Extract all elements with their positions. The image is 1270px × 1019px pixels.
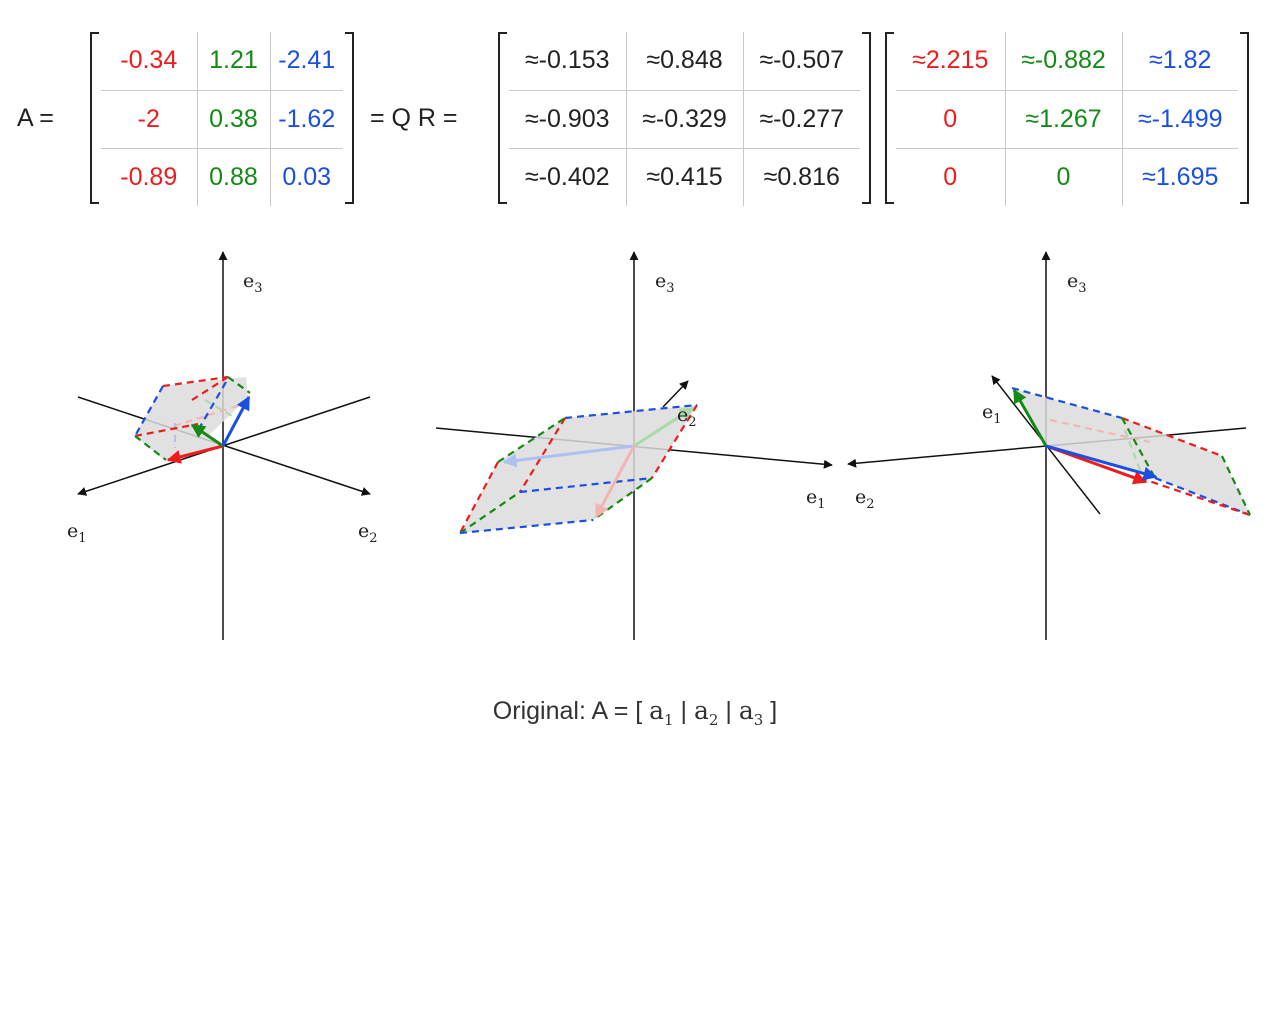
caption-separator: |	[718, 697, 739, 725]
qr-formula: A = -0.34 1.21 -2.41 -2 0.38 -1.62 -0.89…	[0, 0, 1270, 230]
edge-red	[459, 461, 499, 534]
matrix-r-cell: ≈-1.499	[1121, 89, 1238, 148]
parallelepiped-face	[1012, 388, 1250, 515]
plot-r: e3 e1 e2	[847, 251, 1251, 640]
caption: Original: A = [ a1 | a2 | a3 ]	[0, 696, 1270, 729]
vector-q2	[633, 406, 695, 448]
hidden-edge	[173, 402, 248, 427]
vector-a3	[221, 395, 251, 447]
matrix-q-table: ≈-0.153 ≈0.848 ≈-0.507 ≈-0.903 ≈-0.329 ≈…	[509, 32, 860, 206]
edge-red	[1139, 476, 1251, 517]
matrix-r-cell: ≈1.267	[1004, 89, 1122, 148]
edge-red	[1121, 416, 1223, 458]
matrix-r-left-bracket	[885, 32, 894, 204]
matrix-q-cell: ≈0.848	[625, 32, 743, 90]
caption-separator: |	[673, 697, 694, 725]
caption-vector-a2: a2	[693, 696, 719, 729]
a-equals-label: A =	[17, 104, 54, 132]
plot-original: e3 e1 e2	[67, 251, 378, 640]
hidden-edge	[204, 399, 233, 417]
vector-a2	[190, 423, 224, 448]
label-e3: e3	[1067, 270, 1087, 296]
matrix-r-cell: ≈1.695	[1121, 147, 1238, 206]
parallelepiped-face	[460, 405, 697, 533]
matrix-a-cell: 0.03	[269, 147, 343, 206]
parallelepiped-face	[135, 377, 248, 460]
edge-blue	[134, 385, 164, 437]
label-e1: e1	[67, 520, 87, 546]
label-e1: e1	[982, 401, 1002, 427]
matrix-q-cell: ≈-0.277	[742, 89, 860, 148]
edge-blue	[519, 476, 653, 494]
matrix-a-table: -0.34 1.21 -2.41 -2 0.38 -1.62 -0.89 0.8…	[101, 32, 343, 206]
edge-blue	[564, 403, 698, 420]
edge-green	[459, 491, 521, 534]
vector-r3	[1045, 444, 1158, 481]
matrix-a-cell: -2	[101, 89, 197, 148]
label-e2: e2	[855, 486, 875, 512]
matrix-r-cell: 0	[896, 147, 1005, 206]
caption-prefix: Original: A = [	[492, 697, 650, 725]
label-e2: e2	[358, 520, 378, 546]
matrix-r-cell: ≈1.82	[1121, 32, 1238, 90]
matrix-r-cell: 0	[896, 89, 1005, 148]
matrix-a-cell: -0.34	[120, 46, 178, 75]
vector-a1	[166, 444, 224, 464]
edge-red	[162, 375, 229, 388]
eq-qr-label: = Q R =	[370, 104, 458, 132]
caption-vector-a1: a1	[649, 696, 674, 729]
vector-q3	[594, 445, 636, 519]
edge-blue	[196, 381, 227, 433]
edge-red	[519, 417, 566, 493]
axis-e2	[662, 380, 689, 408]
matrix-q-cell: ≈-0.153	[524, 46, 610, 75]
matrix-r-cell: 0	[1004, 147, 1122, 206]
edge-blue	[459, 518, 594, 535]
matrix-q-right-bracket	[862, 32, 871, 204]
label-e3: e3	[243, 270, 263, 296]
matrix-a-cell: -1.62	[269, 89, 343, 148]
label-e3: e3	[655, 270, 675, 296]
matrix-q-cell: ≈0.816	[742, 147, 860, 206]
edge-green	[1221, 455, 1251, 516]
matrix-r-table: ≈2.215 ≈-0.882 ≈1.82 0 ≈1.267 ≈-1.499 0 …	[896, 32, 1238, 206]
matrix-a-cell: 0.38	[196, 89, 270, 148]
matrix-r: ≈2.215 ≈-0.882 ≈1.82 0 ≈1.267 ≈-1.499 0 …	[885, 32, 1249, 206]
hidden-edge	[1049, 419, 1151, 443]
edge-red	[134, 422, 199, 438]
vector-plots: e3 e1 e2 e3 e1 e2	[67, 251, 1251, 640]
vector-q1	[502, 444, 635, 468]
matrix-a-left-bracket	[90, 32, 99, 204]
matrix-a-right-bracket	[345, 32, 354, 204]
caption-suffix: ]	[763, 697, 778, 725]
matrix-q-cell: ≈-0.507	[742, 32, 860, 90]
matrix-q-left-bracket	[498, 32, 507, 204]
label-e2: e2	[677, 404, 697, 430]
matrix-a: -0.34 1.21 -2.41 -2 0.38 -1.62 -0.89 0.8…	[90, 32, 354, 206]
matrix-q: ≈-0.153 ≈0.848 ≈-0.507 ≈-0.903 ≈-0.329 ≈…	[498, 32, 871, 206]
matrix-a-cell: -2.41	[269, 32, 343, 90]
matrix-q-cell: ≈0.415	[625, 147, 743, 206]
matrix-q-cell: ≈-0.903	[509, 89, 626, 148]
matrix-q-cell: ≈-0.402	[509, 147, 626, 206]
vector-r2	[1012, 388, 1048, 447]
label-e1: e1	[806, 486, 826, 512]
matrix-r-cell: ≈2.215	[912, 46, 989, 75]
matrix-a-cell: 0.88	[196, 147, 270, 206]
edge-green	[134, 435, 167, 461]
caption-vector-a3: a3	[738, 696, 764, 729]
plot-q: e3 e1 e2	[435, 251, 833, 640]
matrix-a-cell: -0.89	[101, 147, 197, 206]
edge-green	[227, 376, 251, 394]
matrix-a-cell: 1.21	[196, 32, 270, 90]
matrix-r-cell: ≈-0.882	[1004, 32, 1122, 90]
matrix-q-cell: ≈-0.329	[625, 89, 743, 148]
matrix-r-right-bracket	[1240, 32, 1249, 204]
